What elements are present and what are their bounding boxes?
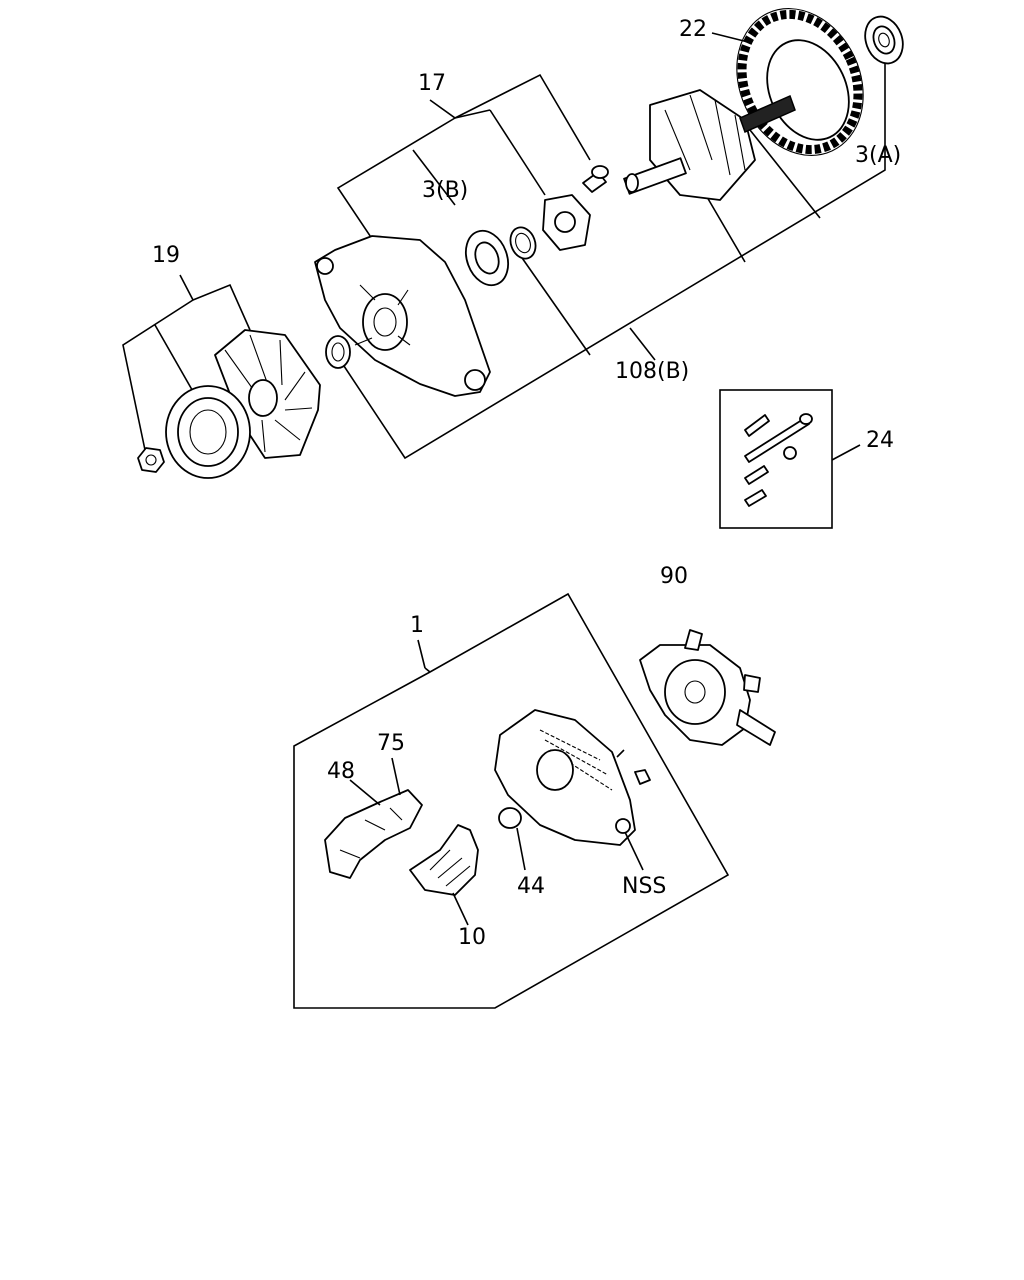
callout-22: 22 — [679, 17, 707, 42]
rotor — [623, 89, 796, 201]
bearing-part-3b — [465, 226, 537, 287]
fan-pulley-part-19 — [137, 329, 321, 479]
assembly-frame-part-1 — [293, 592, 730, 1009]
retainer-plate-screw — [542, 165, 609, 251]
bearing-part-3a — [864, 15, 904, 65]
callout-108b: 108(B) — [615, 359, 689, 384]
callout-17: 17 — [418, 71, 446, 96]
callout-labels: 22 17 3(B) 3(A) 19 108(B) 24 90 1 75 48 … — [152, 17, 901, 950]
callout-1: 1 — [410, 613, 424, 638]
callout-24: 24 — [866, 428, 894, 453]
regulator-part-48-75 — [324, 757, 423, 879]
callout-nss: NSS — [622, 874, 666, 899]
hardware-kit-part-24 — [719, 389, 833, 529]
callout-10: 10 — [458, 925, 486, 950]
callout-19: 19 — [152, 243, 180, 268]
callout-44: 44 — [517, 874, 545, 899]
rectifier-part-10 — [409, 824, 479, 926]
rear-cover-part-90 — [639, 629, 776, 746]
spacer-ring — [325, 335, 351, 369]
callout-3b: 3(B) — [422, 178, 468, 203]
front-housing — [314, 235, 491, 397]
callout-3a: 3(A) — [855, 143, 901, 168]
callout-75: 75 — [377, 731, 405, 756]
callout-48: 48 — [327, 759, 355, 784]
rear-housing — [494, 709, 651, 871]
callout-90: 90 — [660, 564, 688, 589]
